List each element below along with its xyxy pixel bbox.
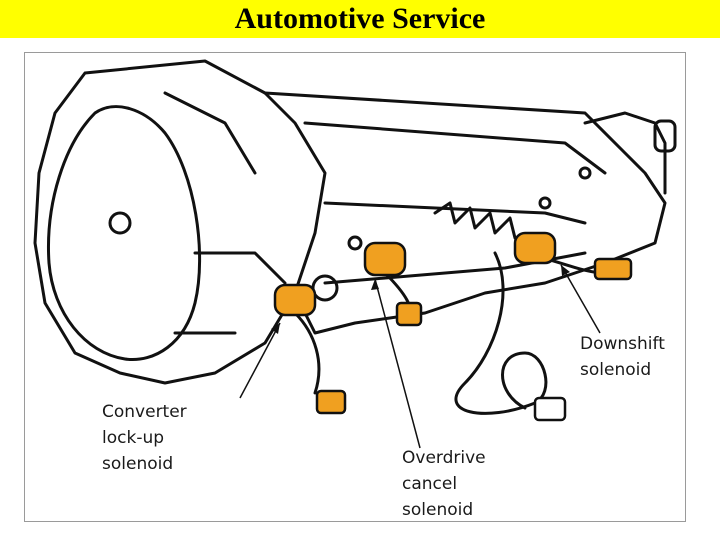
downshift-solenoid <box>513 231 633 281</box>
bell-housing-face <box>46 105 202 361</box>
transmission-diagram: Converter lock-up solenoid Overdrive can… <box>24 52 686 522</box>
wire-converter <box>293 311 321 395</box>
callout-line: Converter <box>102 402 187 422</box>
case-mid-line <box>323 201 587 225</box>
solenoids <box>273 231 633 422</box>
wire-harness <box>454 251 548 415</box>
callout-line: Overdrive <box>402 448 486 468</box>
bell-rib-1 <box>163 91 257 175</box>
case-bolt-3 <box>538 196 552 210</box>
case-bolt-2 <box>311 274 339 302</box>
callout-line: solenoid <box>402 500 474 520</box>
transmission-drawing <box>33 59 677 449</box>
callout-line: cancel <box>402 474 458 494</box>
converter-lockup-solenoid <box>273 283 347 415</box>
bell-rib-2 <box>193 251 287 285</box>
harness-connector <box>533 396 567 422</box>
callout-line: Downshift <box>580 334 665 354</box>
downshift-leader <box>560 264 601 334</box>
overdrive-cancel-solenoid <box>363 241 423 327</box>
case-top-line <box>303 121 607 175</box>
callout-line: solenoid <box>580 360 652 380</box>
input-shaft <box>108 211 132 235</box>
oil-pan-edge <box>433 201 517 240</box>
overdrive-leader <box>374 278 421 449</box>
downshift-callout: Downshift solenoid <box>580 331 665 383</box>
converter-leader <box>239 322 281 399</box>
overdrive-cancel-callout: Overdrive cancel solenoid <box>402 445 486 523</box>
case-lower-line <box>323 251 587 285</box>
page-title: Automotive Service <box>234 2 486 35</box>
overdrive-arrowhead <box>371 279 379 290</box>
title-bar: Automotive Service <box>0 0 720 38</box>
case-bolt-1 <box>347 235 363 251</box>
output-shaft <box>653 119 677 153</box>
case-bolt-4 <box>578 166 592 180</box>
callout-line: lock-up <box>102 428 165 448</box>
downshift-arrowhead <box>561 265 570 276</box>
converter-arrowhead <box>271 323 280 334</box>
converter-lockup-callout: Converter lock-up solenoid <box>102 399 187 477</box>
callout-line: solenoid <box>102 454 174 474</box>
bell-housing-outline <box>33 59 327 385</box>
